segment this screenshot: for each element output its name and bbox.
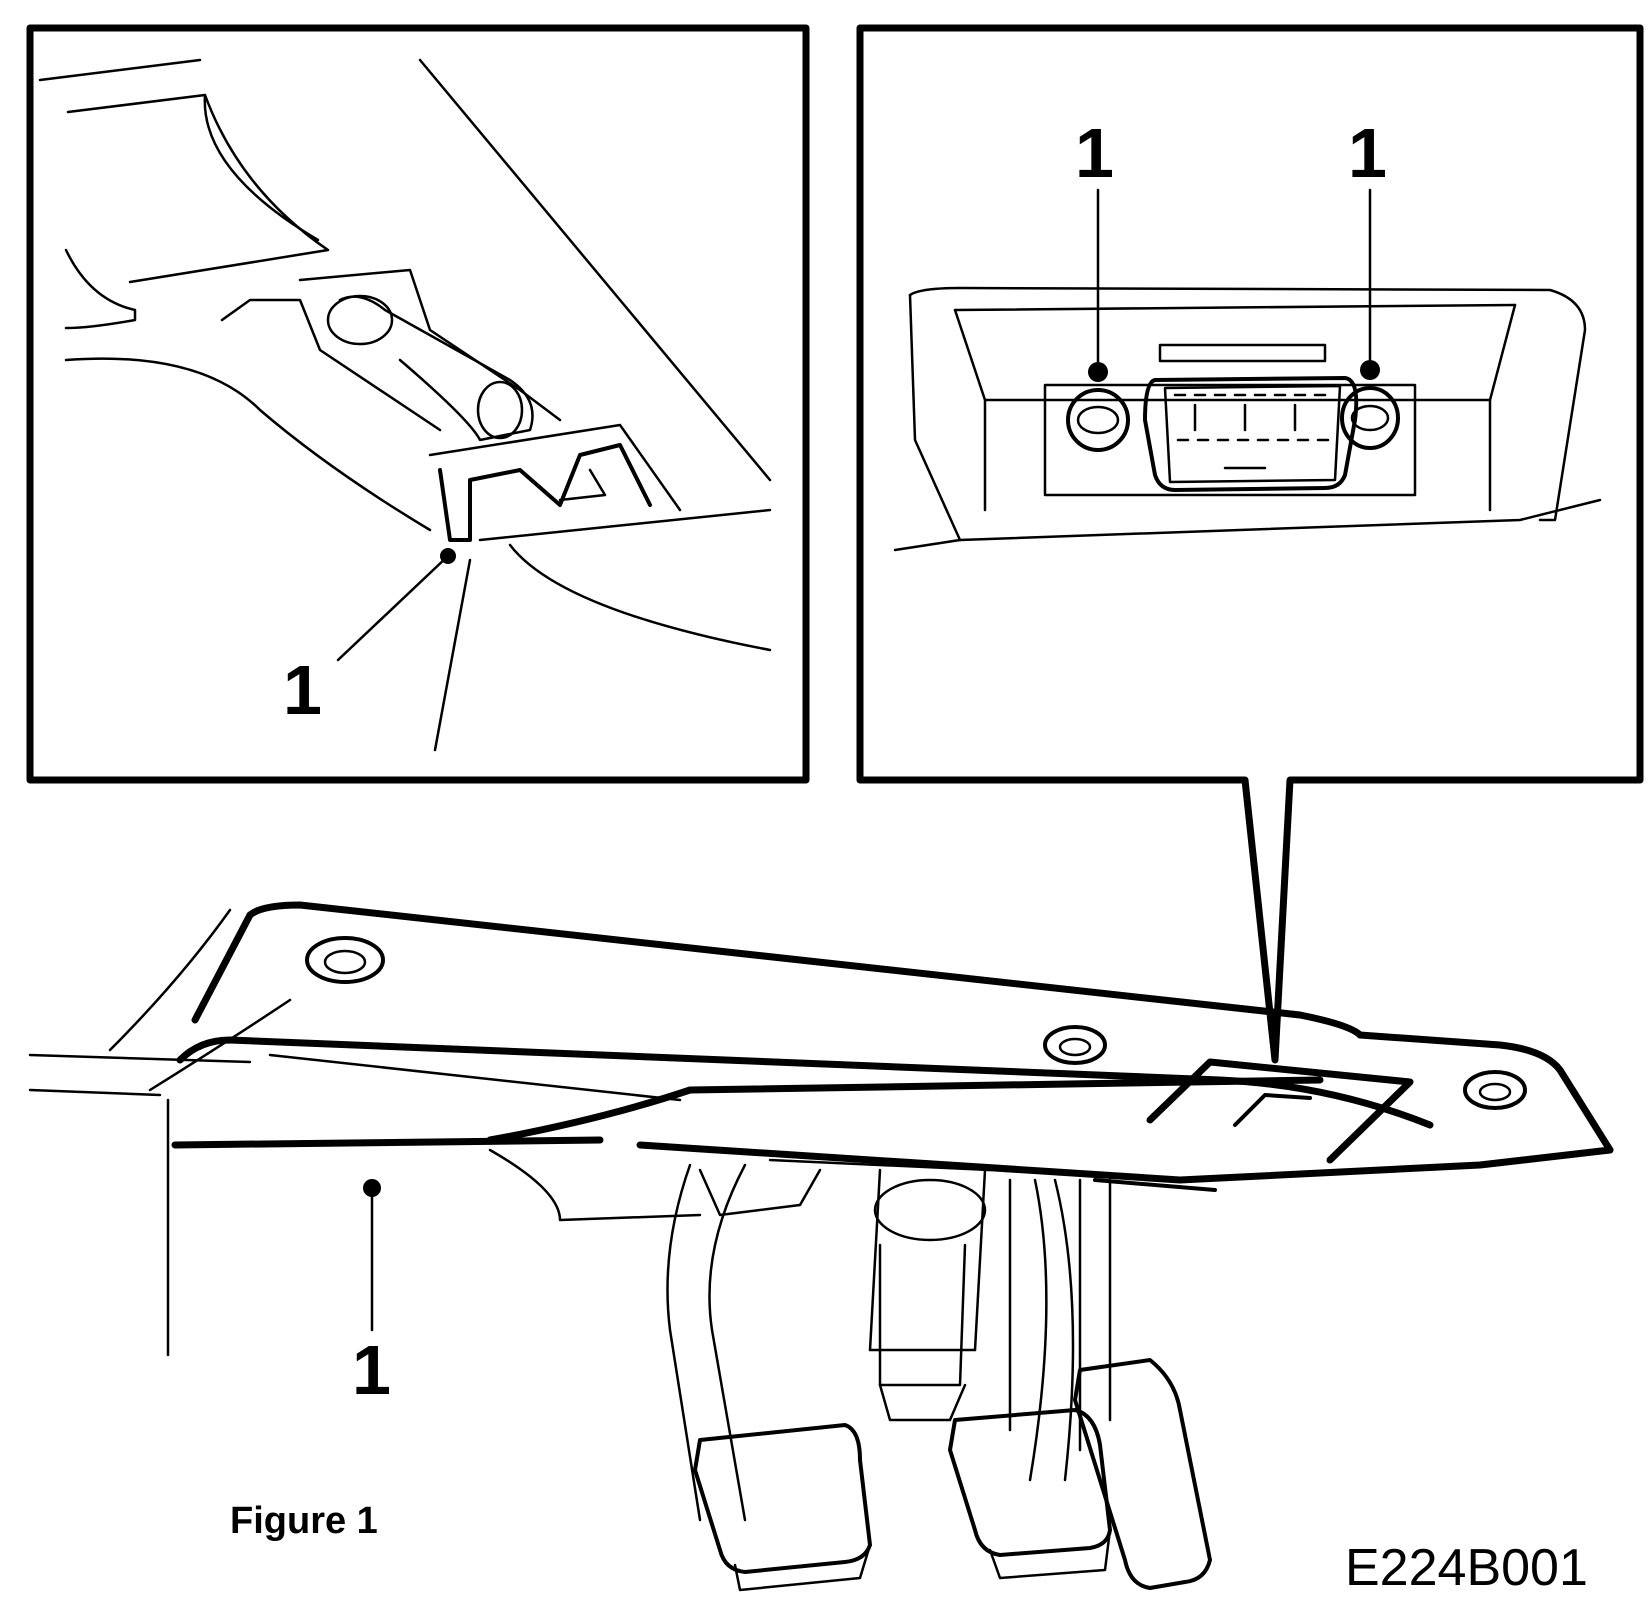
obd-diagnostic-port	[1143, 376, 1359, 492]
right-screw-boss	[1340, 386, 1400, 450]
brake-pedal-pad	[948, 1408, 1112, 1557]
figure-caption: Figure 1	[230, 1500, 378, 1542]
callout-label-right-inset-left: 1	[1075, 114, 1114, 192]
clutch-pedal-pad	[693, 1423, 872, 1574]
left-inset-dashboard-drawing	[38, 58, 772, 752]
left-inset-frame	[26, 24, 810, 784]
right-inset-panel	[856, 24, 1644, 1064]
left-screw-boss	[1066, 388, 1130, 452]
left-inset-panel	[26, 24, 810, 784]
callout-label-main: 1	[352, 1331, 391, 1409]
callout-label-right-inset-right: 1	[1348, 114, 1387, 192]
left-inset-leader-line	[336, 554, 450, 662]
right-inset-connector-drawing	[893, 188, 1602, 552]
callout-label-left-inset: 1	[283, 651, 322, 729]
main-view-dashboard-underside	[28, 901, 1614, 1592]
accelerator-pedal	[1073, 1358, 1212, 1590]
panel-mounting-hole-1	[305, 936, 385, 984]
panel-mounting-hole-3	[1463, 1070, 1527, 1110]
diagnostic-cover	[1146, 1058, 1414, 1164]
right-inset-frame	[856, 24, 1644, 1064]
panel-mounting-hole-2	[1043, 1025, 1107, 1065]
figure-code: E224B001	[1345, 1539, 1588, 1597]
